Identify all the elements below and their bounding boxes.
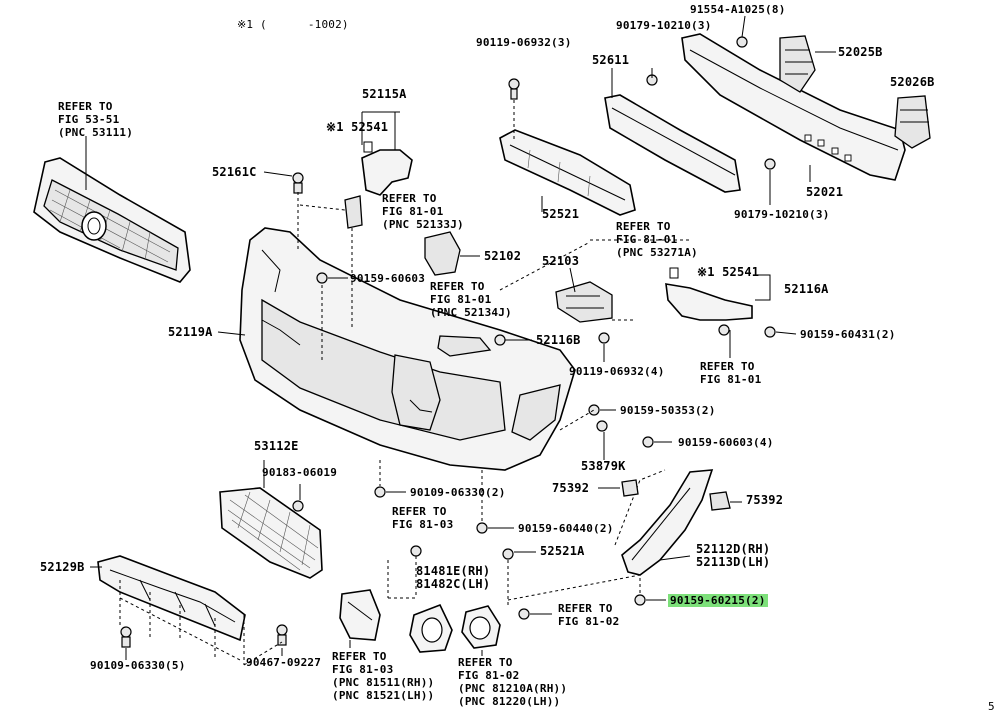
part-52102[interactable]: 52102 [484,249,522,263]
clip-75392-left[interactable] [621,479,639,497]
part-90109-06330-2[interactable]: 90109-06330(2) [410,486,506,499]
footnote: ※1 ( -1002) [237,18,349,31]
part-52521A[interactable]: 52521A [540,544,585,558]
part-90119-06932-bottom[interactable]: 90119-06932(4) [569,365,665,378]
part-52129B[interactable]: 52129B [40,560,85,574]
part-81481E-81482C[interactable]: 81481E(RH) 81482C(LH) [416,564,491,591]
part-90159-60431[interactable]: 90159-60431(2) [800,328,896,341]
energy-absorber-part[interactable] [604,68,741,193]
bracket-52025B-part[interactable] [779,35,836,93]
part-52112D-52113D[interactable]: 52112D(RH) 52113D(LH) [696,542,771,569]
corner-mark: 5 [988,700,995,713]
part-90179-10210-top[interactable]: 90179-10210(3) [616,19,712,32]
part-90159-60440[interactable]: 90159-60440(2) [518,522,614,535]
bracket-52026B-part[interactable] [894,95,931,149]
part-52541-right[interactable]: ※1 52541 [697,265,760,279]
part-52025B[interactable]: 52025B [838,45,883,59]
refer-81-01-note: REFER TO FIG 81-01 [700,360,762,386]
part-52116A[interactable]: 52116A [784,282,829,296]
part-90183-06019[interactable]: 90183-06019 [262,466,338,479]
lower-grille-part[interactable] [219,460,323,579]
part-90159-60603-top[interactable]: 90159-60603 [350,272,426,285]
part-52161C[interactable]: 52161C [212,165,257,179]
refer-81-03-top-note: REFER TO FIG 81-03 [392,505,454,531]
part-90119-06932-top[interactable]: 90119-06932(3) [476,36,572,49]
part-90467-09227[interactable]: 90467-09227 [246,656,322,669]
leader-lines [119,15,811,666]
refer-grille-note: REFER TO FIG 53-51 (PNC 53111) [58,100,134,139]
refer-53271A-note: REFER TO FIG 81-01 (PNC 53271A) [616,220,698,259]
part-52116B[interactable]: 52116B [536,333,581,347]
part-90159-60603-right[interactable]: 90159-60603(4) [678,436,774,449]
part-53112E[interactable]: 53112E [254,439,299,453]
bracket-52116B-part[interactable] [437,335,492,357]
bumper-cover-part[interactable] [217,227,576,471]
part-90179-10210-bottom[interactable]: 90179-10210(3) [734,208,830,221]
fasteners [120,36,776,648]
refer-52133J-note: REFER TO FIG 81-01 (PNC 52133J) [382,192,464,231]
fog-lamp-bezel-part[interactable] [339,589,381,641]
grille-part[interactable] [33,136,191,283]
bracket-52103-part[interactable] [555,281,613,323]
under-cover-part[interactable] [90,555,246,642]
part-90159-60215-highlight: 90159-60215(2) [668,594,768,607]
bracket-52521-part[interactable] [499,129,636,216]
refer-81-02-right-note: REFER TO FIG 81-02 [558,602,620,628]
clip-75392-right[interactable] [709,491,731,511]
fog-lamp-part[interactable] [461,605,501,649]
part-91554-A1025[interactable]: 91554-A1025(8) [690,3,786,16]
part-52026B[interactable]: 52026B [890,75,935,89]
part-53879K[interactable]: 53879K [581,459,626,473]
fender-extension-part[interactable] [614,469,714,576]
part-52611[interactable]: 52611 [592,53,630,67]
part-52021[interactable]: 52021 [806,185,844,199]
refer-81-02-bottom-note: REFER TO FIG 81-02 (PNC 81210A(RH)) (PNC… [458,656,568,708]
part-52521[interactable]: 52521 [542,207,580,221]
fog-lamp-cover-part[interactable] [409,603,453,653]
bracket-52116A-part[interactable] [665,267,771,321]
small-bracket-part[interactable] [344,195,363,229]
refer-52134J-note: REFER TO FIG 81-01 (PNC 52134J) [430,280,512,319]
bracket-52102-part[interactable] [424,231,461,276]
part-52119A[interactable]: 52119A [168,325,213,339]
part-75392-right[interactable]: 75392 [746,493,784,507]
part-52115A[interactable]: 52115A [362,87,407,101]
part-52541-top[interactable]: ※1 52541 [326,120,389,134]
refer-81-03-bottom-note: REFER TO FIG 81-03 (PNC 81511(RH)) (PNC … [332,650,435,702]
retainer-52115A-part[interactable] [361,111,413,196]
bumper-reinforcement-part[interactable] [681,33,906,181]
part-75392-left[interactable]: 75392 [552,481,590,495]
part-90159-60215[interactable]: 90159-60215(2) [668,594,768,607]
part-52103[interactable]: 52103 [542,254,580,268]
part-90109-06330-5[interactable]: 90109-06330(5) [90,659,186,672]
part-90159-50353[interactable]: 90159-50353(2) [620,404,716,417]
